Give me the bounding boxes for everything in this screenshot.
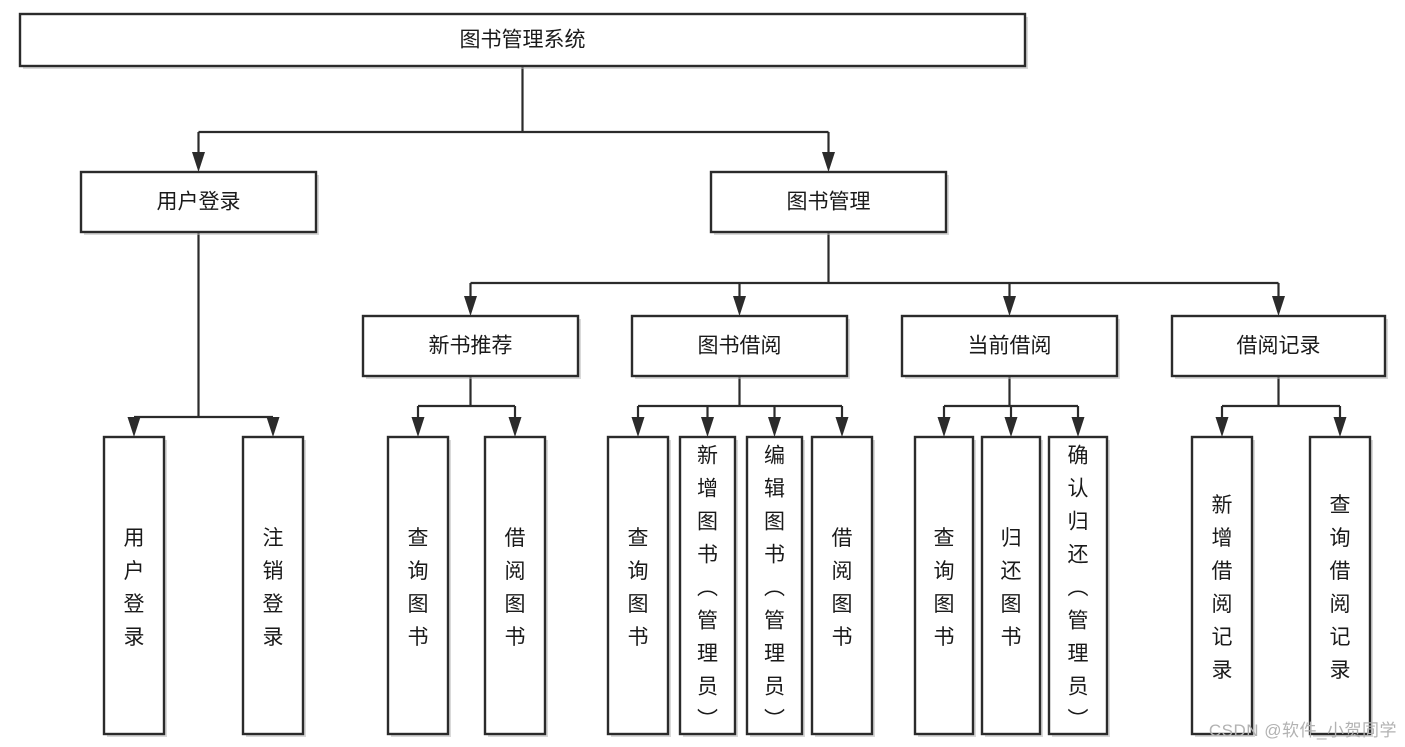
node-label: 当前借阅 <box>968 335 1052 358</box>
node-box <box>810 435 874 736</box>
node-leaf-add-book[interactable]: 新增图书︵管理员︶ <box>678 435 738 737</box>
node-box <box>241 435 305 736</box>
node-leaf-query-record[interactable]: 查询借阅记录 <box>1308 435 1373 737</box>
node-box <box>606 435 670 736</box>
node-book-manage[interactable]: 图书管理 <box>709 170 949 235</box>
node-box <box>745 435 804 736</box>
node-label: 查询图书 <box>408 527 429 649</box>
node-box <box>630 314 849 378</box>
arrowhead-icon <box>1003 296 1016 316</box>
node-label: 新书推荐 <box>429 335 513 358</box>
node-label: 图书借阅 <box>698 335 782 358</box>
node-user-login[interactable]: 用户登录 <box>79 170 319 235</box>
node-box <box>900 314 1119 378</box>
node-borrow-record[interactable]: 借阅记录 <box>1170 314 1388 379</box>
arrowhead-icon <box>937 417 951 437</box>
arrowhead-icon <box>1004 417 1018 437</box>
node-leaf-query-book-2[interactable]: 查询图书 <box>606 435 671 737</box>
node-label: 查询图书 <box>628 527 649 649</box>
node-book-borrow[interactable]: 图书借阅 <box>630 314 850 379</box>
node-layer: 图书管理系统用户登录图书管理新书推荐图书借阅当前借阅借阅记录用户登录注销登录查询… <box>18 12 1388 737</box>
node-leaf-user-login[interactable]: 用户登录 <box>102 435 167 737</box>
node-box <box>709 170 948 234</box>
arrowhead-icon <box>733 296 746 316</box>
node-leaf-borrow-book-2[interactable]: 借阅图书 <box>810 435 875 737</box>
node-box <box>1170 314 1387 378</box>
node-new-book-rec[interactable]: 新书推荐 <box>361 314 581 379</box>
arrowhead-icon <box>822 152 835 172</box>
node-label: 新增借阅记录 <box>1212 494 1233 682</box>
arrowhead-icon <box>411 417 425 437</box>
node-box <box>1047 435 1109 736</box>
node-box <box>913 435 975 736</box>
node-box <box>1190 435 1254 736</box>
connector-layer <box>127 66 1347 437</box>
node-box <box>102 435 166 736</box>
node-label: 借阅记录 <box>1237 335 1321 358</box>
node-label: 编辑图书︵管理员︶ <box>764 445 785 732</box>
node-current-borrow[interactable]: 当前借阅 <box>900 314 1120 379</box>
node-box <box>980 435 1042 736</box>
node-label: 用户登录 <box>157 191 241 214</box>
node-box <box>483 435 547 736</box>
node-label: 归还图书 <box>1001 527 1022 649</box>
node-label: 图书管理 <box>787 191 871 214</box>
arrowhead-icon <box>192 152 205 172</box>
csdn-watermark: CSDN @软件_小贺同学 <box>1208 721 1397 740</box>
node-box <box>361 314 580 378</box>
arrowhead-icon <box>631 417 645 437</box>
node-label: 借阅图书 <box>505 527 526 649</box>
arrowhead-icon <box>835 417 849 437</box>
node-label: 查询图书 <box>934 527 955 649</box>
arrowhead-icon <box>1333 417 1347 437</box>
node-box <box>79 170 318 234</box>
node-label: 新增图书︵管理员︶ <box>697 445 718 732</box>
node-box <box>18 12 1027 68</box>
arrowhead-icon <box>508 417 522 437</box>
node-leaf-query-book-3[interactable]: 查询图书 <box>913 435 976 737</box>
arrowhead-icon <box>1071 417 1085 437</box>
node-box <box>1308 435 1372 736</box>
arrowhead-icon <box>464 296 477 316</box>
node-leaf-borrow-book-1[interactable]: 借阅图书 <box>483 435 548 737</box>
arrowhead-icon <box>127 417 141 437</box>
node-label: 确认归还︵管理员︶ <box>1068 445 1089 732</box>
node-box <box>386 435 450 736</box>
arrowhead-icon <box>701 417 714 437</box>
node-label: 借阅图书 <box>832 527 853 649</box>
arrowhead-icon <box>768 417 781 437</box>
node-root[interactable]: 图书管理系统 <box>18 12 1028 69</box>
node-label: 用户登录 <box>124 527 145 649</box>
arrowhead-icon <box>1215 417 1229 437</box>
node-label: 图书管理系统 <box>460 29 586 52</box>
arrowhead-icon <box>266 417 280 437</box>
node-leaf-edit-book[interactable]: 编辑图书︵管理员︶ <box>745 435 805 737</box>
node-leaf-return-book[interactable]: 归还图书 <box>980 435 1043 737</box>
node-leaf-query-book-1[interactable]: 查询图书 <box>386 435 451 737</box>
node-leaf-logout[interactable]: 注销登录 <box>241 435 306 737</box>
node-label: 查询借阅记录 <box>1330 494 1351 682</box>
node-label: 注销登录 <box>263 527 284 649</box>
node-leaf-confirm-return[interactable]: 确认归还︵管理员︶ <box>1047 435 1110 737</box>
node-box <box>678 435 737 736</box>
node-leaf-add-record[interactable]: 新增借阅记录 <box>1190 435 1255 737</box>
arrowhead-icon <box>1272 296 1285 316</box>
